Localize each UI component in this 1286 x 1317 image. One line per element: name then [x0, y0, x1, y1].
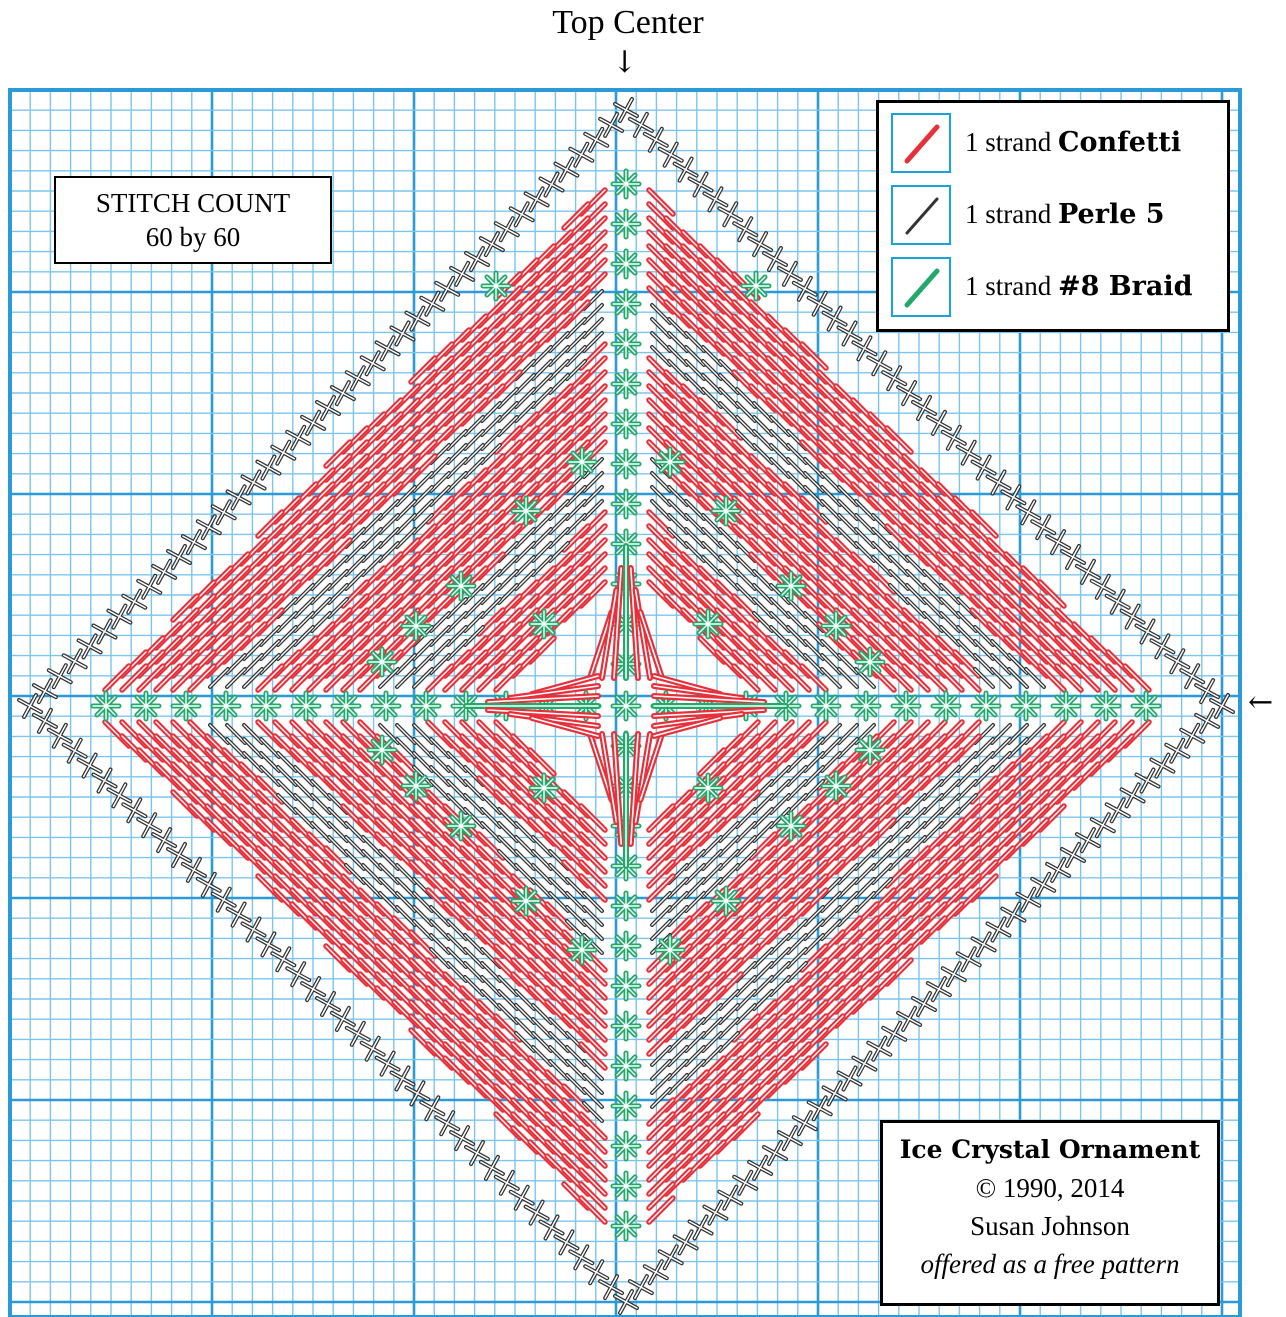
star-stitch — [613, 1213, 639, 1239]
star-stitch — [1133, 693, 1159, 719]
copyright-line: © 1990, 2014 — [883, 1169, 1217, 1207]
star-stitch — [778, 573, 804, 599]
star-stitch — [1093, 693, 1119, 719]
star-stitch — [448, 573, 474, 599]
star-stitch — [613, 251, 639, 277]
star-stitch — [613, 933, 639, 959]
star-stitch — [813, 693, 839, 719]
pattern-note: offered as a free pattern — [883, 1245, 1217, 1283]
pattern-title: Ice Crystal Ornament — [883, 1131, 1217, 1169]
star-stitch — [173, 693, 199, 719]
legend-label: 1 strand Confetti — [965, 127, 1181, 158]
side-center-arrow-icon: ← — [1248, 688, 1273, 718]
legend-label: 1 strand #8 Braid — [965, 271, 1192, 302]
legend-row-confetti: 1 strand Confetti — [891, 113, 1221, 179]
star-stitch — [373, 693, 399, 719]
star-stitch — [513, 498, 539, 524]
star-stitch — [695, 611, 721, 637]
star-stitch — [713, 498, 739, 524]
star-stitch — [613, 893, 639, 919]
star-stitch — [1013, 693, 1039, 719]
star-stitch — [613, 491, 639, 517]
star-stitch — [1053, 693, 1079, 719]
star-stitch — [778, 813, 804, 839]
star-stitch — [613, 693, 639, 719]
star-stitch — [893, 693, 919, 719]
star-stitch — [293, 693, 319, 719]
author-name: Susan Johnson — [883, 1207, 1217, 1245]
star-stitch — [613, 1053, 639, 1079]
star-stitch — [569, 937, 595, 963]
star-stitch — [613, 331, 639, 357]
star-stitch — [613, 1173, 639, 1199]
star-stitch — [933, 693, 959, 719]
legend-label: 1 strand Perle 5 — [965, 199, 1165, 230]
star-stitch — [613, 973, 639, 999]
star-stitch — [531, 611, 557, 637]
star-stitch — [253, 693, 279, 719]
legend-row-perle: 1 strand Perle 5 — [891, 185, 1221, 251]
star-stitch — [695, 775, 721, 801]
pattern-credits: Ice Crystal Ornament © 1990, 2014 Susan … — [880, 1120, 1220, 1306]
star-stitch — [613, 1013, 639, 1039]
star-stitch — [657, 937, 683, 963]
stitch-count-title: STITCH COUNT — [56, 186, 330, 220]
star-stitch — [613, 291, 639, 317]
star-stitch — [513, 888, 539, 914]
stitch-count-box: STITCH COUNT 60 by 60 — [54, 176, 332, 264]
thread-legend: 1 strand Confetti 1 strand Perle 5 1 str… — [876, 100, 1230, 332]
star-stitch — [613, 171, 639, 197]
star-stitch — [413, 693, 439, 719]
star-stitch — [613, 371, 639, 397]
star-stitch — [531, 775, 557, 801]
star-stitch — [973, 693, 999, 719]
top-center-arrow-icon: ↓ — [612, 48, 637, 78]
star-stitch — [133, 693, 159, 719]
stitch-count-size: 60 by 60 — [56, 220, 330, 254]
star-stitch — [369, 649, 395, 675]
legend-row-braid: 1 strand #8 Braid — [891, 257, 1221, 323]
star-stitch — [853, 693, 879, 719]
star-stitch — [613, 411, 639, 437]
star-stitch — [403, 613, 429, 639]
star-stitch — [483, 273, 509, 299]
star-stitch — [613, 1093, 639, 1119]
star-stitch — [213, 693, 239, 719]
star-stitch — [823, 773, 849, 799]
green-stitch-swatch-icon — [891, 257, 951, 317]
star-stitch — [448, 813, 474, 839]
star-stitch — [613, 211, 639, 237]
star-stitch — [857, 737, 883, 763]
star-stitch — [713, 888, 739, 914]
star-stitch — [569, 449, 595, 475]
star-stitch — [743, 273, 769, 299]
star-stitch — [93, 693, 119, 719]
star-stitch — [333, 693, 359, 719]
star-stitch — [403, 773, 429, 799]
star-stitch — [613, 1133, 639, 1159]
black-stitch-swatch-icon — [891, 185, 951, 245]
star-stitch — [857, 649, 883, 675]
star-stitch — [369, 737, 395, 763]
star-stitch — [613, 451, 639, 477]
red-stitch-swatch-icon — [891, 113, 951, 173]
star-stitch — [657, 449, 683, 475]
star-stitch — [823, 613, 849, 639]
top-center-label: Top Center — [528, 4, 728, 42]
